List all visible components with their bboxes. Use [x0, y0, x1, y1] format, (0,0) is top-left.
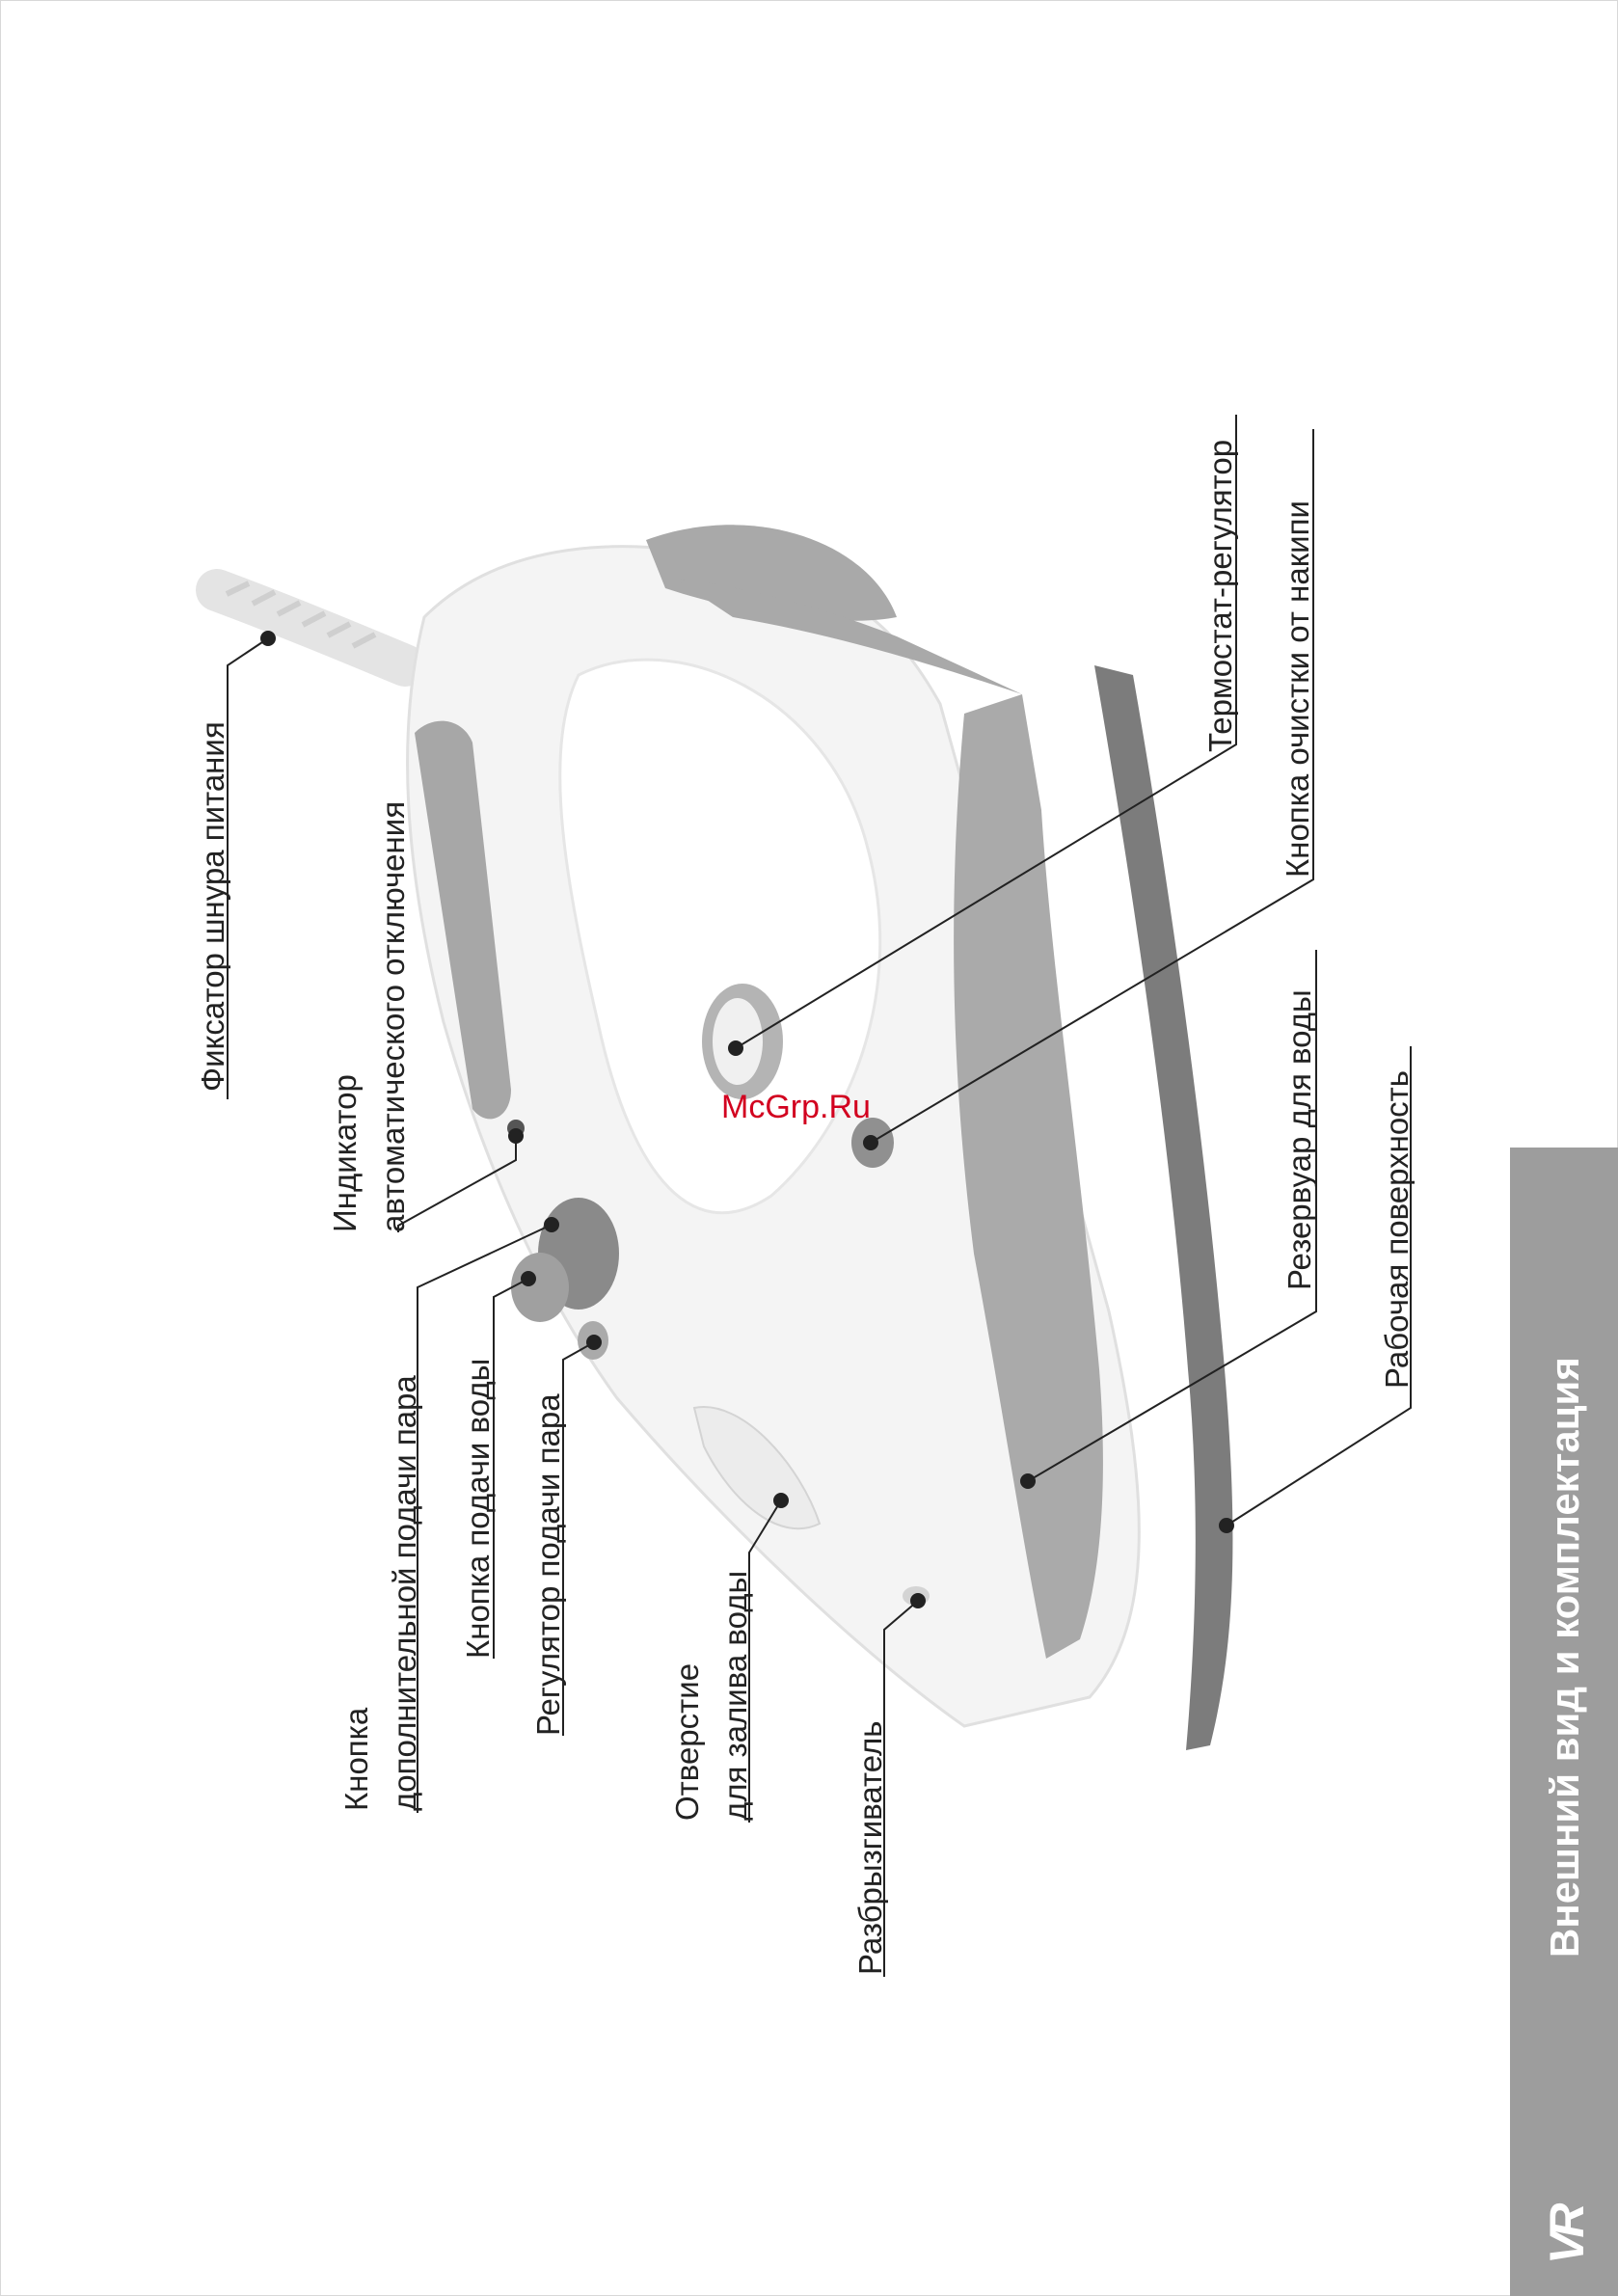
label-soleplate: Рабочая поверхность [1373, 1070, 1421, 1389]
section-title: Внешний вид и комплектация [1538, 1357, 1592, 1958]
brand-logo: VR [1540, 2209, 1594, 2264]
label-thermostat: Термостат-регулятор [1197, 440, 1245, 752]
label-sprayer: Разбрызгиватель [847, 1721, 895, 1975]
label-cord-fixer: Фиксатор шнура питания [189, 721, 237, 1092]
label-water-spray-button: Кнопка подачи воды [454, 1359, 502, 1659]
label-descale-button: Кнопка очистки от накипи [1274, 500, 1322, 878]
watermark: McGrp.Ru [721, 1088, 871, 1126]
label-water-inlet: Отверстие для залива воды [663, 1571, 760, 1821]
label-water-tank: Резервуар для воды [1276, 989, 1324, 1290]
label-auto-off-indicator: Индикатор автоматического отключения [321, 801, 418, 1232]
label-steam-regulator: Регулятор подачи пара [525, 1393, 573, 1736]
label-extra-steam-button: Кнопка дополнительной подачи пара [333, 1375, 429, 1811]
